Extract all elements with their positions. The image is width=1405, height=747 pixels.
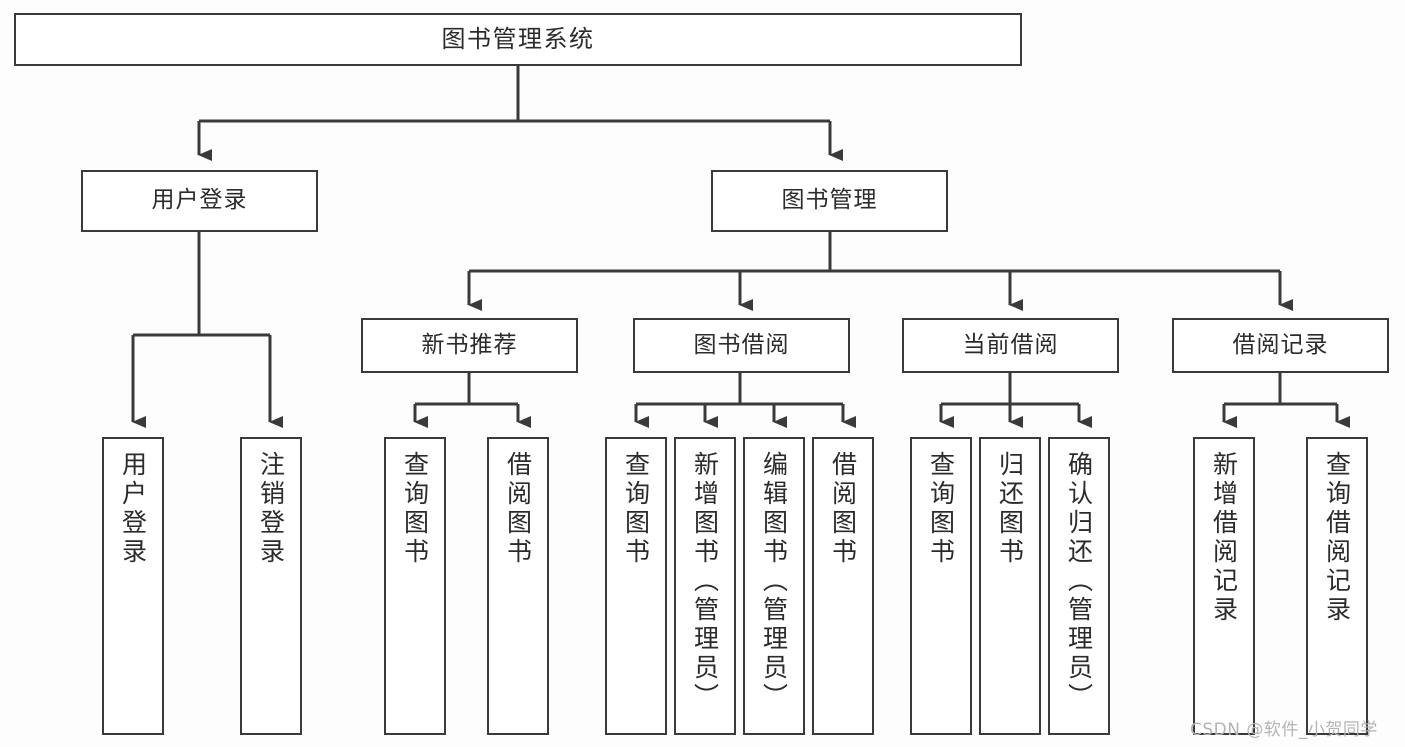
node-label: 图书借阅 xyxy=(693,331,790,358)
node-new-book-recommend[interactable]: 新书推荐 xyxy=(361,318,578,373)
csdn-watermark: CSDN @软件_小贺同学 xyxy=(1190,720,1378,740)
node-label: 借阅图书 xyxy=(503,451,533,567)
node-book-borrow[interactable]: 图书借阅 xyxy=(633,318,850,373)
node-label: 查询图书 xyxy=(621,451,651,567)
node-leaf-user-login[interactable]: 用户登录 xyxy=(102,437,164,735)
node-label: 确认归还（管理员） xyxy=(1064,451,1094,712)
node-leaf-logout-login[interactable]: 注销登录 xyxy=(240,437,302,735)
node-label: 用户登录 xyxy=(118,451,148,567)
node-label: 新增借阅记录 xyxy=(1209,451,1239,625)
node-label: 图书管理系统 xyxy=(441,25,595,54)
node-leaf-return-book[interactable]: 归还图书 xyxy=(979,437,1041,735)
node-leaf-query-book-borrow[interactable]: 查询图书 xyxy=(605,437,667,735)
node-label: 编辑图书（管理员） xyxy=(759,451,789,712)
node-label: 当前借阅 xyxy=(962,331,1059,358)
node-book-management-system[interactable]: 图书管理系统 xyxy=(14,13,1022,66)
node-borrow-record[interactable]: 借阅记录 xyxy=(1172,318,1389,373)
node-current-borrow[interactable]: 当前借阅 xyxy=(902,318,1119,373)
node-label: 借阅图书 xyxy=(828,451,858,567)
node-label: 注销登录 xyxy=(256,451,286,567)
node-book-management[interactable]: 图书管理 xyxy=(711,170,948,232)
node-leaf-add-book[interactable]: 新增图书（管理员） xyxy=(674,437,736,735)
node-label: 借阅记录 xyxy=(1232,331,1329,358)
node-label: 查询图书 xyxy=(400,451,430,567)
node-label: 归还图书 xyxy=(995,451,1025,567)
node-leaf-borrow-book-recommend[interactable]: 借阅图书 xyxy=(487,437,549,735)
node-label: 新书推荐 xyxy=(421,331,518,358)
node-label: 查询借阅记录 xyxy=(1322,451,1352,625)
node-leaf-query-book-current[interactable]: 查询图书 xyxy=(910,437,972,735)
node-label: 查询图书 xyxy=(926,451,956,567)
node-label: 新增图书（管理员） xyxy=(690,451,720,712)
node-label: 用户登录 xyxy=(151,187,248,214)
node-leaf-borrow-book[interactable]: 借阅图书 xyxy=(812,437,874,735)
node-leaf-add-borrow-record[interactable]: 新增借阅记录 xyxy=(1193,437,1255,735)
node-user-login[interactable]: 用户登录 xyxy=(81,170,318,232)
node-leaf-query-borrow-record[interactable]: 查询借阅记录 xyxy=(1306,437,1368,735)
node-label: 图书管理 xyxy=(781,187,878,214)
node-leaf-edit-book[interactable]: 编辑图书（管理员） xyxy=(743,437,805,735)
node-leaf-confirm-return[interactable]: 确认归还（管理员） xyxy=(1048,437,1110,735)
node-leaf-query-book-recommend[interactable]: 查询图书 xyxy=(384,437,446,735)
